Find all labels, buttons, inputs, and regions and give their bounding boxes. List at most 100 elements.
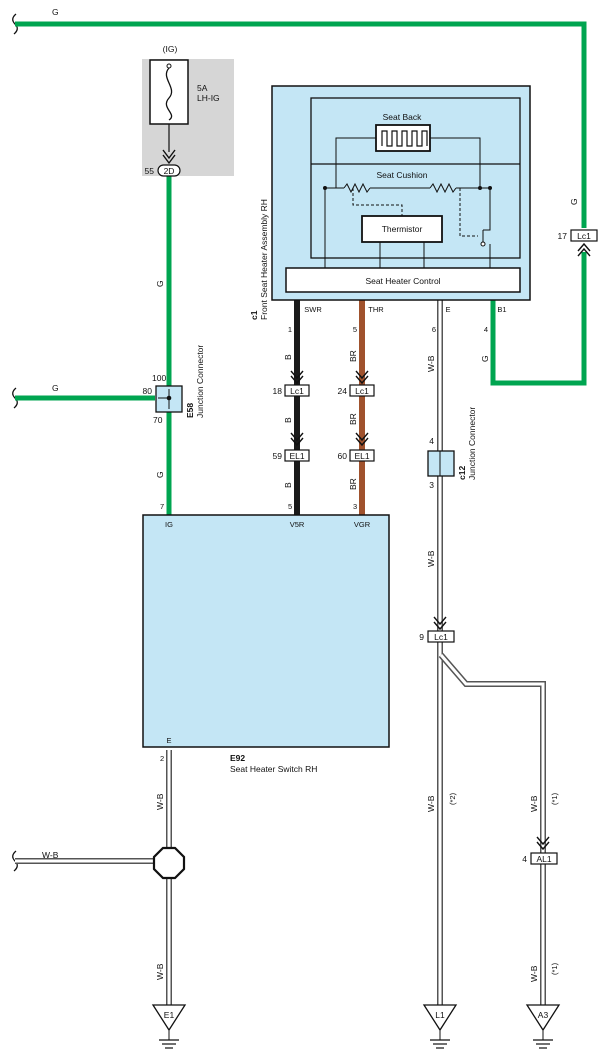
heater-element-icon <box>429 182 457 194</box>
wire-color-wb-3: W-B <box>426 795 436 812</box>
wire-color-g-right: G <box>569 198 579 205</box>
seat-back-label: Seat Back <box>383 112 422 122</box>
wire-color-b-3: B <box>283 482 293 488</box>
seat-heater-control-box <box>285 267 521 293</box>
seat-back-heater-box <box>375 124 431 152</box>
junction-e58-pin-bottom: 70 <box>153 415 163 425</box>
wire-color-g-b1: G <box>480 355 490 362</box>
thermistor-box <box>361 215 443 243</box>
wire-color-wb-2: W-B <box>426 550 436 567</box>
connector-lc1-right-label: Lc1 <box>577 231 591 241</box>
connector-al1-label: AL1 <box>536 854 551 864</box>
seat-heater-switch-box <box>142 514 390 748</box>
connector-lc1-b-pin: 24 <box>338 386 348 396</box>
note-1b: (*1) <box>550 962 559 975</box>
switch-pin-name-e: E <box>166 736 171 745</box>
chevron-down-icon <box>355 370 369 385</box>
seat-assembly-box <box>271 85 531 301</box>
thermistor-label: Thermistor <box>382 224 423 234</box>
fuse-connector-label: 2D <box>164 166 175 176</box>
connector-el1-a <box>284 449 310 462</box>
ground-l1: L1 <box>422 1004 458 1049</box>
pin-name-thr: THR <box>368 305 384 314</box>
junction-e58-pin-left: 80 <box>143 386 153 396</box>
fuse-icon <box>165 67 173 121</box>
chevron-down-icon <box>433 616 447 631</box>
junction-e58-pin-top: 100 <box>152 373 166 383</box>
wire-wb-branch-al1 <box>438 653 546 1005</box>
wire-color-g-lower: G <box>155 471 165 478</box>
connector-al1 <box>530 852 558 865</box>
ground-a3: A3 <box>525 1004 561 1049</box>
pin-num-thr: 5 <box>353 325 357 334</box>
pin-num-swr: 1 <box>288 325 292 334</box>
fuse-rating: 5A <box>197 83 208 93</box>
wire-color-wb-5: W-B <box>529 965 539 982</box>
wire-color-wb-1: W-B <box>426 355 436 372</box>
wire-color-g-left: G <box>52 383 59 393</box>
note-2: (*2) <box>448 792 457 805</box>
seat-assembly-code: c1 <box>249 310 259 320</box>
junction-c12-pin-top: 4 <box>429 436 434 446</box>
seat-assembly-name: Front Seat Heater Assembly RH <box>259 199 269 320</box>
connector-el1-a-pin: 59 <box>273 451 283 461</box>
fuse-box <box>149 59 189 125</box>
switch-pin-num-e: 2 <box>160 754 164 763</box>
wire-color-wb-7: W-B <box>155 963 165 980</box>
connector-lc1-lower-label: Lc1 <box>434 632 448 642</box>
connector-el1-b <box>349 449 375 462</box>
heater-element-icon <box>343 182 371 194</box>
wire-color-wb-4: W-B <box>529 795 539 812</box>
ground-e1-label: E1 <box>164 1010 175 1020</box>
wire-color-br-2: BR <box>348 413 358 425</box>
wire-color-g-fuse: G <box>155 280 165 287</box>
wire-g-right-lower <box>490 252 587 386</box>
switch-pin-num-v5r: 5 <box>288 502 292 511</box>
switch-code: E92 <box>230 753 245 763</box>
junction-e58-desc: Junction Connector <box>195 345 205 418</box>
pin-name-b1: B1 <box>497 305 506 314</box>
splice-point <box>152 846 186 880</box>
note-1a: (*1) <box>550 792 559 805</box>
ground-a3-label: A3 <box>538 1010 549 1020</box>
junction-e58-code: E58 <box>185 403 195 418</box>
seat-cushion-label: Seat Cushion <box>376 170 427 180</box>
connector-lc1-lower <box>427 630 455 643</box>
connector-lc1-a <box>284 384 310 397</box>
chevron-down-icon <box>355 432 369 447</box>
fuse-connector <box>157 164 181 177</box>
connector-lc1-a-pin: 18 <box>273 386 283 396</box>
switch-pin-num-ig: 7 <box>160 502 164 511</box>
pin-num-b1: 4 <box>484 325 488 334</box>
chevron-down-icon <box>536 836 550 851</box>
wire-color-b-2: B <box>283 417 293 423</box>
chevron-down-icon <box>290 432 304 447</box>
pin-num-e: 6 <box>432 325 436 334</box>
chevron-down-icon <box>290 370 304 385</box>
wire-g-top <box>15 21 587 228</box>
pin-name-swr: SWR <box>304 305 322 314</box>
switch-pin-name-ig: IG <box>165 520 173 529</box>
junction-c12-pin-bottom: 3 <box>429 480 434 490</box>
wire-color-br-1: BR <box>348 350 358 362</box>
connector-el1-b-pin: 60 <box>338 451 348 461</box>
ground-e1: E1 <box>151 1004 187 1049</box>
connector-al1-pin: 4 <box>522 854 527 864</box>
connector-lc1-right <box>570 229 598 242</box>
wire-color-br-3: BR <box>348 478 358 490</box>
heater-element-icon <box>381 130 428 147</box>
wire-color-b-1: B <box>283 354 293 360</box>
switch-pin-name-v5r: V5R <box>290 520 305 529</box>
pin-name-e: E <box>445 305 450 314</box>
junction-c12-box <box>427 450 455 477</box>
switch-name: Seat Heater Switch RH <box>230 764 317 774</box>
chevron-up-icon <box>577 242 591 257</box>
chevron-down-icon <box>162 149 176 165</box>
wire-color-g-top: G <box>52 7 59 17</box>
connector-lc1-b <box>349 384 375 397</box>
wire-color-wb-left: W-B <box>42 850 59 860</box>
connector-lc1-a-label: Lc1 <box>290 386 304 396</box>
connector-lc1-right-pin: 17 <box>558 231 568 241</box>
fuse-pin: 55 <box>145 166 155 176</box>
